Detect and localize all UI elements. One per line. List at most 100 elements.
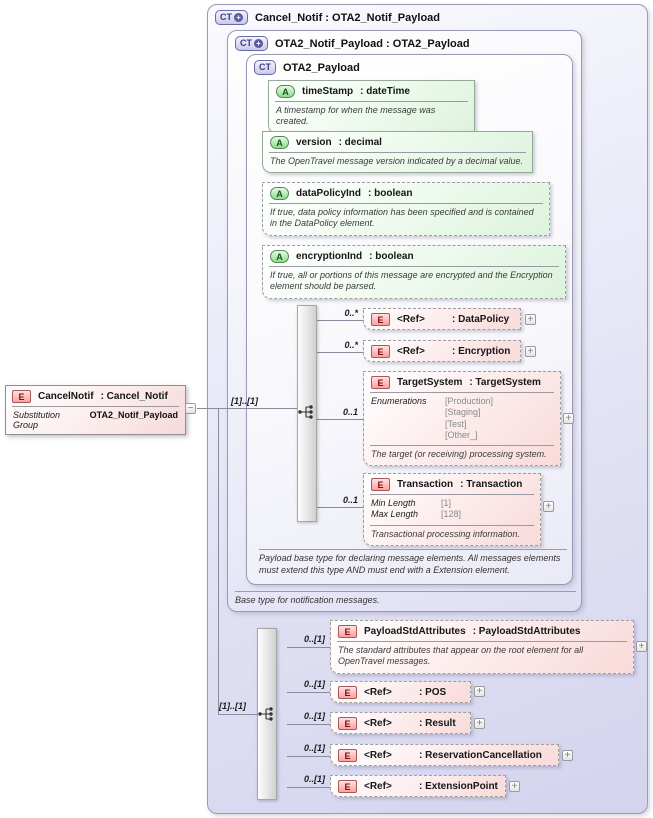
attribute-name: dataPolicyInd — [296, 188, 362, 199]
element-icon: E — [338, 686, 357, 699]
element-icon: E — [338, 717, 357, 730]
cardinality-label: 0..[1] — [303, 774, 325, 784]
connector-line — [218, 408, 219, 714]
expand-button[interactable]: + — [509, 781, 520, 792]
element-icon: E — [371, 376, 390, 389]
facet-label: Enumerations — [371, 396, 427, 406]
connector-line — [317, 507, 363, 508]
element-type: : Result — [419, 718, 456, 729]
element-type: : ExtensionPoint — [419, 781, 498, 792]
attribute-type: : boolean — [369, 251, 414, 262]
attribute-icon: A — [270, 187, 289, 200]
expand-button[interactable]: + — [562, 750, 573, 761]
complextype-header: CT+ OTA2_Notif_Payload : OTA2_Payload — [228, 31, 581, 56]
attribute-type: : dateTime — [360, 86, 410, 97]
expand-button[interactable]: + — [525, 314, 536, 325]
cardinality-label: 0..1 — [342, 407, 358, 417]
element-ref-encryption[interactable]: E <Ref> : Encryption — [363, 340, 521, 362]
attribute-icon: A — [276, 85, 295, 98]
expand-icon[interactable]: + — [234, 13, 243, 22]
element-icon: E — [371, 313, 390, 326]
cardinality-label: 0..[1] — [303, 743, 325, 753]
attribute-annotation: If true, all or portions of this message… — [269, 266, 559, 298]
facet-values: [Production] [Staging] [Test] [Other_] — [445, 396, 494, 440]
element-type: : Transaction — [460, 479, 523, 490]
expand-button[interactable]: + — [543, 501, 554, 512]
element-icon: E — [338, 625, 357, 638]
element-annotation: The standard attributes that appear on t… — [337, 641, 627, 673]
element-icon: E — [338, 780, 357, 793]
expand-icon[interactable]: + — [254, 39, 263, 48]
element-name: <Ref> — [364, 750, 392, 761]
cardinality-label: 0..[1] — [303, 711, 325, 721]
attribute-type: : decimal — [338, 137, 382, 148]
element-targetsystem[interactable]: E TargetSystem : TargetSystem Enumerations… — [363, 371, 561, 467]
element-icon: E — [338, 749, 357, 762]
cardinality-label: 0..[1] — [303, 679, 325, 689]
cardinality-label: 0..* — [344, 340, 358, 350]
element-name: <Ref> — [364, 687, 392, 698]
element-type: : Cancel_Notif — [100, 391, 168, 402]
element-ref-pos[interactable]: E<Ref>: POS — [330, 681, 471, 703]
sequence-icon — [298, 405, 313, 419]
element-type: : Encryption — [452, 346, 511, 357]
connector-line — [287, 692, 330, 693]
complextype-icon: CT+ — [235, 36, 268, 51]
element-icon: E — [371, 345, 390, 358]
cardinality-label: 0..1 — [342, 495, 358, 505]
sequence-icon — [258, 707, 273, 721]
connector-line — [218, 714, 258, 715]
element-annotation: Transactional processing information. — [370, 524, 534, 545]
substitution-group-row: Substitution Group OTA2_Notif_Payload — [12, 406, 179, 434]
facet-value: [128] — [441, 509, 462, 520]
complextype-annotation: Payload base type for declaring message … — [259, 549, 567, 576]
element-facets: Min Length [1] Max Length [128] — [370, 494, 534, 525]
element-annotation: The target (or receiving) processing sys… — [370, 445, 554, 465]
attribute-name: version — [296, 137, 332, 148]
complextype-icon: CT — [254, 60, 276, 75]
element-type: : PayloadStdAttributes — [472, 626, 581, 637]
substitution-group-label: Substitution Group — [13, 410, 61, 430]
expand-button[interactable]: + — [474, 686, 485, 697]
element-name: <Ref> — [364, 718, 392, 729]
cardinality-label: 0..* — [344, 308, 358, 318]
element-ref-reservationcancellation[interactable]: E <Ref> : ReservationCancellation — [330, 744, 559, 766]
connector-line — [287, 724, 330, 725]
element-ref-result[interactable]: E <Ref> : Result — [330, 712, 471, 734]
facet-label: Max Length — [371, 509, 419, 520]
attribute-annotation: If true, data policy information has bee… — [269, 203, 543, 235]
element-type: : ReservationCancellation — [419, 750, 542, 761]
connector-line — [287, 647, 330, 648]
cardinality-label: [1]..[1] — [231, 396, 258, 406]
expand-button[interactable]: + — [636, 641, 647, 652]
attribute-type: : boolean — [368, 188, 413, 199]
expand-button[interactable]: + — [525, 346, 536, 357]
complextype-annotation: Base type for notification messages. — [235, 591, 576, 607]
element-name: TargetSystem — [397, 377, 463, 388]
attribute-name: timeStamp — [302, 86, 354, 97]
element-name: CancelNotif — [38, 391, 94, 402]
sequence-compositor[interactable] — [297, 305, 317, 522]
cardinality-label: 0..[1] — [303, 634, 325, 644]
attribute-icon: A — [270, 136, 289, 149]
element-name: <Ref> — [364, 781, 392, 792]
complextype-title: OTA2_Notif_Payload : OTA2_Payload — [275, 37, 470, 50]
expand-button[interactable]: + — [563, 413, 574, 424]
element-type: : TargetSystem — [469, 377, 541, 388]
connector-line — [197, 408, 297, 409]
collapse-button[interactable]: − — [185, 403, 196, 414]
element-ref-datapolicy[interactable]: E<Ref>: DataPolicy — [363, 308, 521, 330]
complextype-icon: CT+ — [215, 10, 248, 25]
complextype-header: CT+ Cancel_Notif : OTA2_Notif_Payload — [208, 5, 647, 30]
element-name: <Ref> — [397, 346, 425, 357]
complextype-title: Cancel_Notif : OTA2_Notif_Payload — [255, 11, 440, 24]
element-ref-extensionpoint[interactable]: E <Ref> : ExtensionPoint — [330, 775, 506, 797]
expand-button[interactable]: + — [474, 718, 485, 729]
